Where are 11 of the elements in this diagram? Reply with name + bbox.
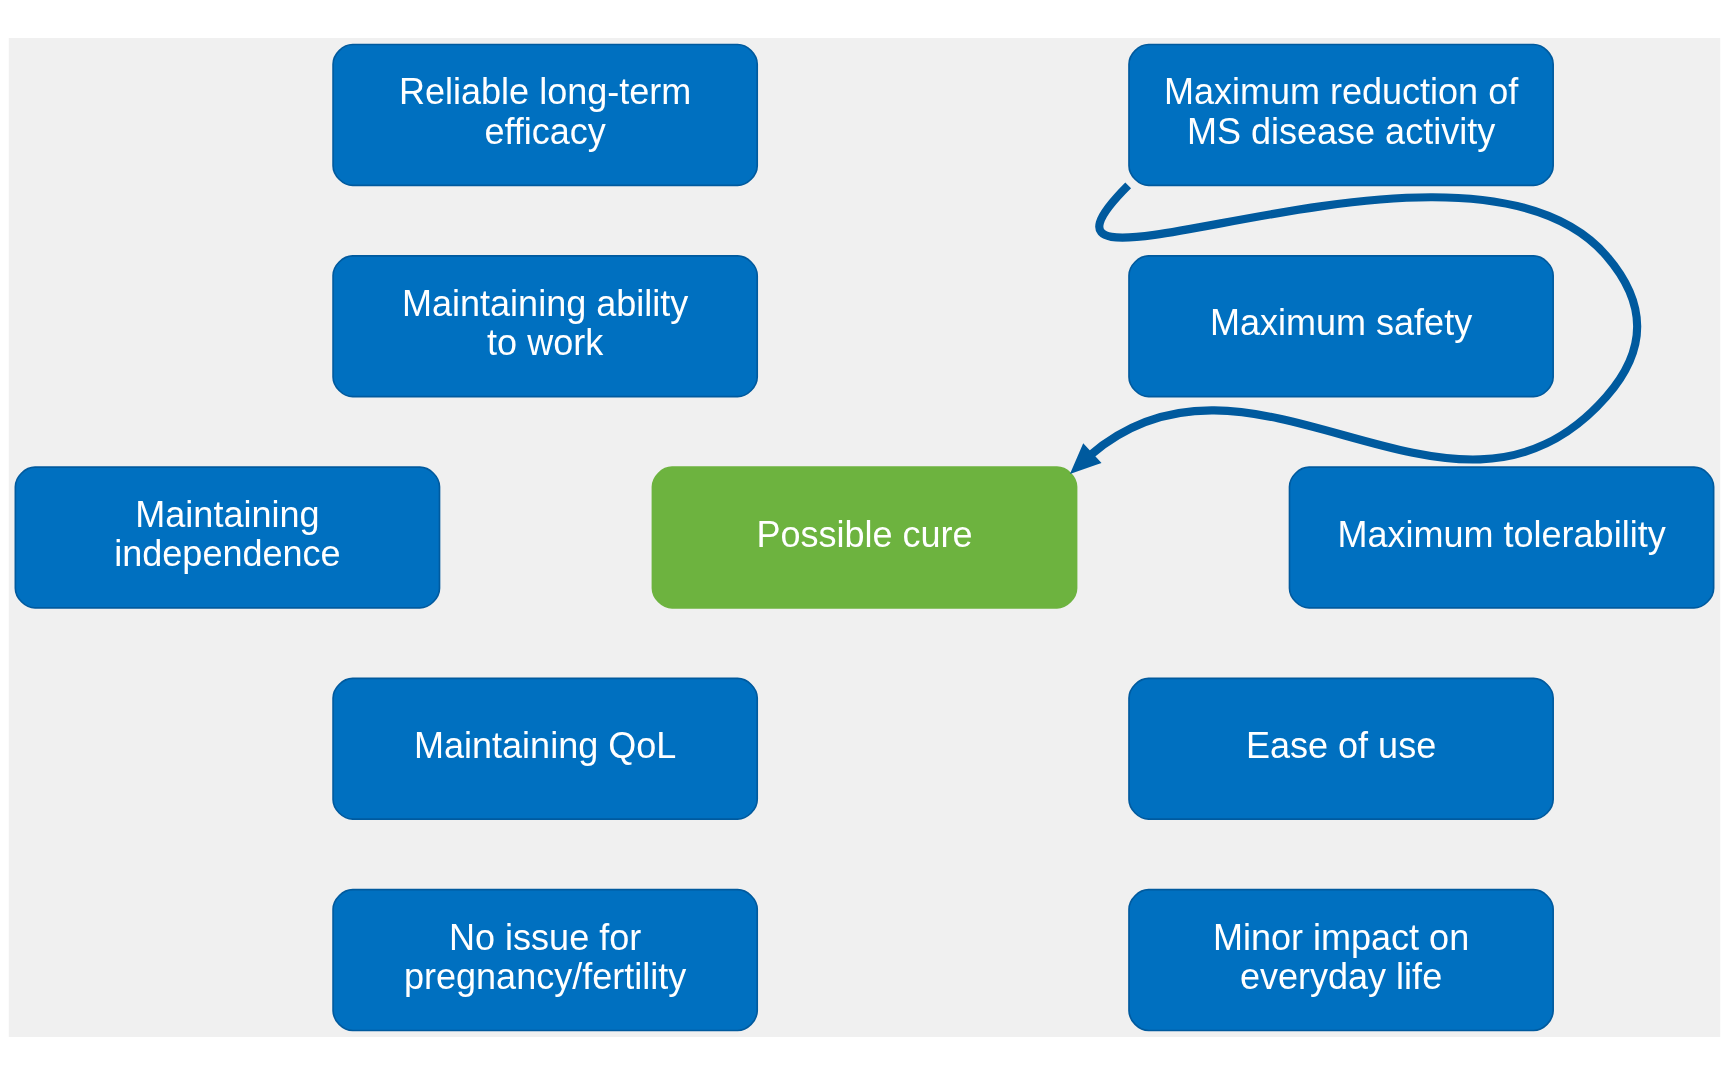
node-box: No issue for pregnancy/fertility bbox=[332, 888, 759, 1031]
node-box: Maintaining independence bbox=[14, 465, 441, 609]
node-box: Minor impact on everyday life bbox=[1128, 888, 1554, 1031]
node-box: Maximum safety bbox=[1128, 254, 1554, 397]
node-box: Possible cure bbox=[651, 465, 1078, 609]
node-box: Maintaining QoL bbox=[332, 677, 759, 820]
node-box: Maximum tolerability bbox=[1288, 465, 1715, 609]
node-box: Ease of use bbox=[1128, 677, 1554, 820]
node-box: Reliable long-term efficacy bbox=[332, 43, 759, 186]
node-box: Maintaining ability to work bbox=[332, 254, 759, 397]
node-box: Maximum reduction of MS disease activity bbox=[1128, 43, 1554, 186]
